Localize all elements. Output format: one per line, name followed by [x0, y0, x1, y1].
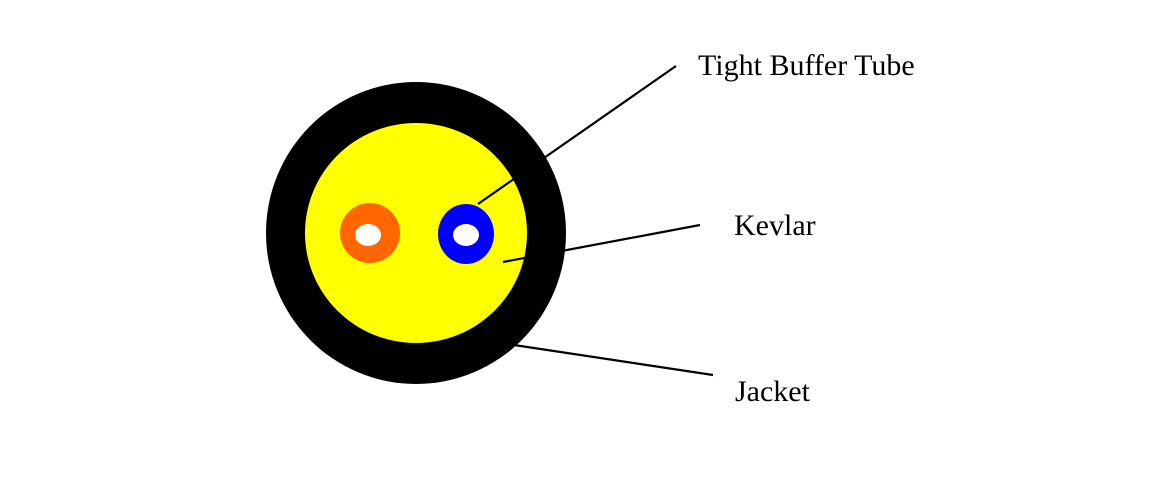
- cable-cross-section: [266, 82, 566, 384]
- buffer-tube-blue: [438, 204, 494, 264]
- buffer-tube-orange: [340, 203, 400, 263]
- kevlar-layer: [305, 123, 527, 343]
- fiber-core-orange: [355, 224, 381, 246]
- label-kevlar: Kevlar: [734, 209, 816, 242]
- fiber-core-blue: [453, 224, 479, 246]
- label-jacket: Jacket: [735, 375, 811, 408]
- label-tight-buffer-tube: Tight Buffer Tube: [698, 49, 915, 82]
- leader-line-kevlar: [502, 223, 701, 264]
- leader-line-jacket: [513, 343, 714, 377]
- leader-line-tight-buffer-tube: [477, 65, 677, 205]
